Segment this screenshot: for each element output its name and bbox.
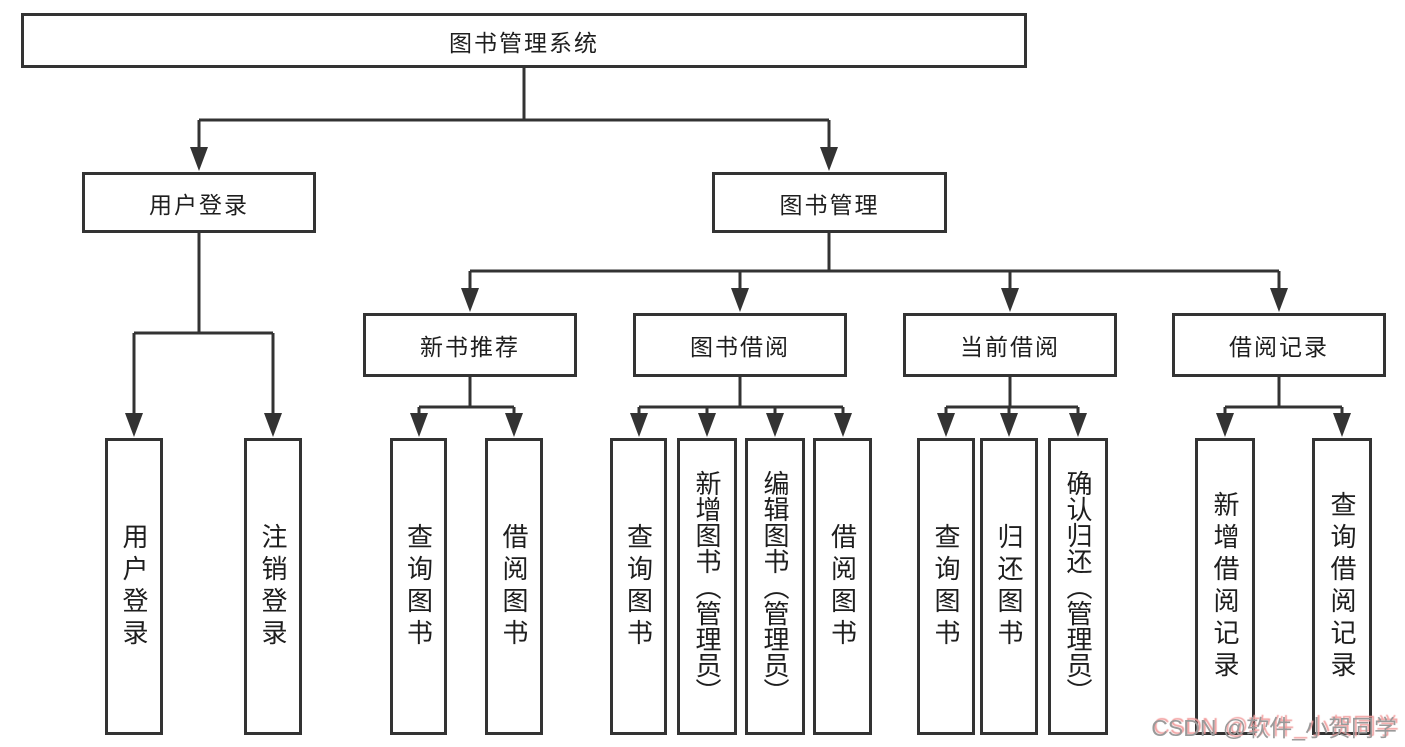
leaf-current-return-book-label: 归还图书 <box>994 522 1024 651</box>
connector-current-borrow-to-leaves <box>937 377 1087 437</box>
leaf-recommend-query-book: 查询图书 <box>390 438 447 735</box>
node-book-management-label: 图书管理 <box>779 191 880 218</box>
node-book-management: 图书管理 <box>712 172 947 233</box>
leaf-logout: 注销登录 <box>244 438 302 735</box>
node-user-login-label: 用户登录 <box>149 191 249 218</box>
leaf-user-login: 用户登录 <box>105 438 163 735</box>
leaf-record-query-record-label: 查询借阅记录 <box>1327 490 1357 683</box>
leaf-record-add-record: 新增借阅记录 <box>1195 438 1255 735</box>
leaf-record-query-record: 查询借阅记录 <box>1312 438 1372 735</box>
node-borrow-record-label: 借阅记录 <box>1229 334 1329 360</box>
connector-root-to-level2 <box>190 68 838 171</box>
node-book-borrow: 图书借阅 <box>633 313 847 377</box>
leaf-borrow-edit-book-admin-label: 编辑图书（管理员） <box>760 469 790 704</box>
leaf-current-query-book: 查询图书 <box>917 438 975 735</box>
leaf-borrow-query-book-label: 查询图书 <box>623 522 654 651</box>
leaf-recommend-query-book-label: 查询图书 <box>403 522 434 651</box>
leaf-borrow-query-book: 查询图书 <box>610 438 667 735</box>
connector-user-login-to-leaves <box>125 233 282 437</box>
leaf-current-return-book: 归还图书 <box>980 438 1038 735</box>
leaf-current-confirm-return-admin: 确认归还（管理员） <box>1048 438 1108 735</box>
node-new-book-recommend: 新书推荐 <box>363 313 577 377</box>
leaf-borrow-edit-book-admin: 编辑图书（管理员） <box>745 438 805 735</box>
node-book-borrow-label: 图书借阅 <box>690 334 790 360</box>
leaf-recommend-borrow-book: 借阅图书 <box>485 438 543 735</box>
node-user-login: 用户登录 <box>82 172 316 233</box>
leaf-record-add-record-label: 新增借阅记录 <box>1210 490 1240 683</box>
connector-book-borrow-to-leaves <box>630 377 852 437</box>
node-borrow-record: 借阅记录 <box>1172 313 1386 377</box>
leaf-borrow-borrow-book: 借阅图书 <box>813 438 872 735</box>
leaf-user-login-label: 用户登录 <box>119 522 149 651</box>
csdn-watermark: CSDN @软件_小贺同学 <box>1151 715 1397 741</box>
node-current-borrow: 当前借阅 <box>903 313 1117 377</box>
leaf-borrow-add-book-admin: 新增图书（管理员） <box>677 438 737 735</box>
connector-book-management-to-level3 <box>461 233 1288 312</box>
node-root: 图书管理系统 <box>21 13 1027 68</box>
node-new-book-recommend-label: 新书推荐 <box>420 334 520 360</box>
node-root-label: 图书管理系统 <box>449 29 599 56</box>
connector-new-book-recommend-to-leaves <box>410 377 523 437</box>
leaf-recommend-borrow-book-label: 借阅图书 <box>499 522 529 651</box>
leaf-current-confirm-return-admin-label: 确认归还（管理员） <box>1063 469 1093 704</box>
leaf-current-query-book-label: 查询图书 <box>931 522 961 651</box>
leaf-logout-label: 注销登录 <box>258 522 288 651</box>
leaf-borrow-borrow-book-label: 借阅图书 <box>827 522 858 651</box>
node-current-borrow-label: 当前借阅 <box>960 334 1060 360</box>
connector-borrow-record-to-leaves <box>1216 377 1351 437</box>
leaf-borrow-add-book-admin-label: 新增图书（管理员） <box>692 469 722 704</box>
